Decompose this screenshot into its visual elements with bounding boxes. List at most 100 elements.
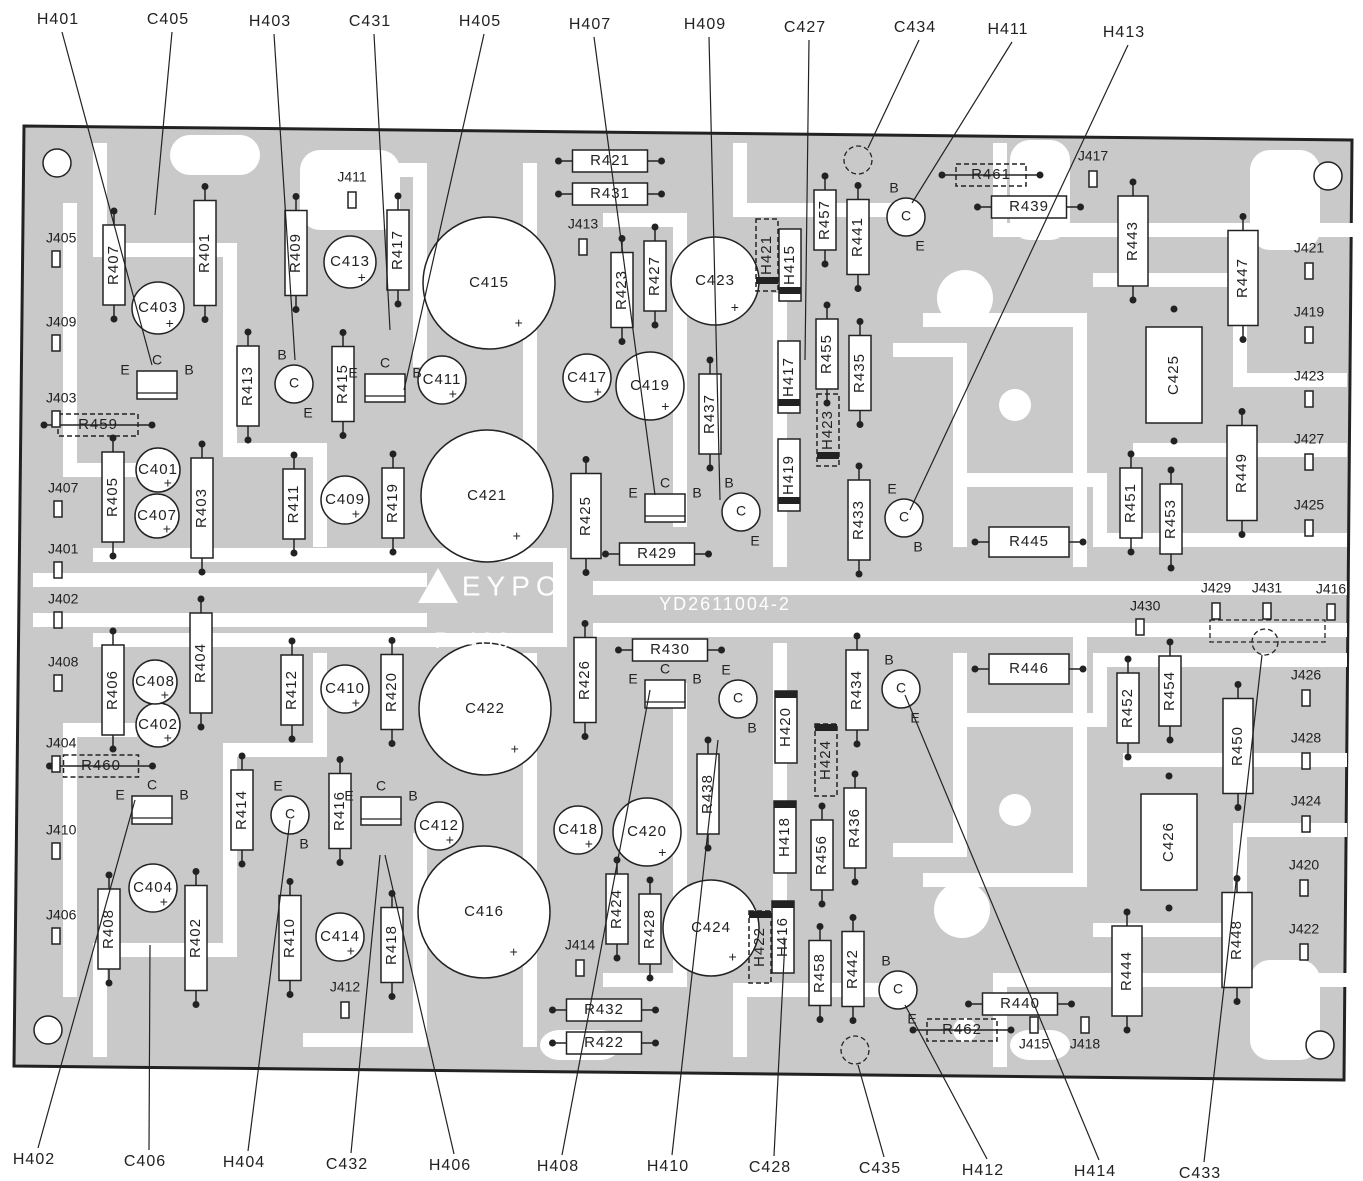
capacitor-c410: C410+ bbox=[320, 664, 370, 714]
board-number: YD2611004-2 bbox=[659, 594, 791, 614]
resistor-r458: R458 bbox=[808, 923, 832, 1023]
pin-b-label: B bbox=[179, 787, 188, 803]
resistor-label: R410 bbox=[281, 918, 298, 958]
jumper-j425: J425 bbox=[1294, 497, 1324, 537]
pin-label: E bbox=[887, 481, 896, 497]
jumper-j401: J401 bbox=[48, 541, 79, 579]
resistor-body bbox=[386, 209, 410, 291]
diode-label: H420 bbox=[777, 707, 794, 747]
jumper-j429: J429 bbox=[1201, 580, 1231, 620]
capacitor-c426: C426 bbox=[1140, 772, 1198, 912]
capacitor-body bbox=[131, 281, 185, 335]
transistor: CBE bbox=[721, 475, 761, 549]
resistor-label: R425 bbox=[577, 496, 594, 536]
capacitor-c420: C420+ bbox=[612, 797, 682, 867]
resistor-r452: R452 bbox=[1116, 655, 1140, 761]
capacitor-c404: C404+ bbox=[128, 863, 178, 913]
resistor-label: R416 bbox=[331, 791, 348, 831]
capacitor-label: C404 bbox=[133, 879, 173, 896]
jumper-label: J424 bbox=[1291, 793, 1322, 809]
callout-h411: H411 bbox=[987, 21, 1028, 38]
capacitor-label: C421 bbox=[467, 487, 507, 504]
jumper-j430: J430 bbox=[1130, 598, 1161, 636]
resistor-body bbox=[610, 251, 634, 329]
pin-c-label: C bbox=[736, 503, 746, 519]
diode-label: H422 bbox=[751, 927, 768, 967]
brand-name: EYPC bbox=[462, 570, 562, 601]
callout-leader bbox=[904, 694, 1100, 1161]
resistor-body bbox=[380, 653, 404, 731]
capacitor-body bbox=[612, 797, 682, 867]
capacitor-body bbox=[132, 659, 178, 705]
resistor-r434: R434 bbox=[845, 632, 869, 748]
resistor-label: R428 bbox=[641, 909, 658, 949]
plus-mark: + bbox=[585, 836, 593, 852]
resistor-label: R422 bbox=[584, 1034, 624, 1051]
resistor-label: R405 bbox=[104, 477, 121, 517]
resistor-label: R403 bbox=[193, 488, 210, 528]
resistor-body bbox=[284, 209, 308, 297]
resistor-body bbox=[847, 479, 871, 561]
callout-leader bbox=[37, 799, 136, 1149]
capacitor-label: C414 bbox=[320, 928, 360, 945]
capacitor-label: C407 bbox=[137, 507, 177, 524]
jumper-j424: J424 bbox=[1291, 793, 1322, 833]
pin-label: B bbox=[299, 836, 308, 852]
resistor-body bbox=[1117, 195, 1149, 287]
resistor-body bbox=[848, 334, 872, 412]
jumper-j406: J406 bbox=[46, 907, 77, 945]
transistor-flat: ECB bbox=[344, 778, 418, 826]
capacitor-body bbox=[417, 845, 551, 979]
resistor-body bbox=[1226, 424, 1258, 522]
pin-c-label: C bbox=[896, 680, 906, 696]
resistor-r439: R439 bbox=[974, 195, 1084, 219]
resistor-body bbox=[381, 467, 405, 539]
resistor-body bbox=[190, 457, 214, 559]
jumper-j412: J412 bbox=[330, 979, 360, 1019]
jumper-label: J416 bbox=[1316, 581, 1347, 597]
jumper-j423: J423 bbox=[1294, 368, 1324, 408]
pin-c-label: C bbox=[147, 777, 157, 793]
capacitor-label: C402 bbox=[138, 716, 178, 733]
resistor-r401: R401 bbox=[193, 183, 217, 323]
resistor-label: R430 bbox=[650, 641, 690, 658]
capacitor-body bbox=[128, 863, 178, 913]
jumper-label: J430 bbox=[1130, 598, 1161, 614]
capacitor-c401: C401+ bbox=[135, 447, 181, 493]
callout-leader bbox=[273, 33, 296, 361]
resistor-r435: R435 bbox=[848, 318, 872, 428]
capacitor-label: C410 bbox=[325, 680, 365, 697]
resistor-r405: R405 bbox=[101, 434, 125, 560]
resistor-label: R402 bbox=[187, 918, 204, 958]
resistor-r436: R436 bbox=[843, 770, 867, 886]
pin-c-label: C bbox=[899, 509, 909, 525]
resistor-r422: R422 bbox=[549, 1031, 659, 1055]
jumper-j414: J414 bbox=[565, 937, 595, 977]
pin-label: B bbox=[884, 652, 893, 668]
plus-mark: + bbox=[594, 384, 602, 400]
jumper-label: J427 bbox=[1294, 431, 1325, 447]
resistor-label: R404 bbox=[192, 643, 209, 683]
callout-c433: C433 bbox=[1179, 1165, 1221, 1181]
jumper-j405: J405 bbox=[46, 230, 77, 268]
resistor-label: R450 bbox=[1229, 726, 1246, 766]
resistor-r456: R456 bbox=[810, 802, 834, 908]
resistor-body bbox=[1111, 925, 1143, 1017]
pin-e-label: E bbox=[348, 365, 357, 381]
capacitor-body bbox=[417, 355, 467, 405]
pin-b-label: B bbox=[692, 485, 701, 501]
jumper-j413: J413 bbox=[568, 216, 598, 256]
diode-body bbox=[777, 340, 801, 414]
jumper-j428: J428 bbox=[1291, 730, 1321, 770]
capacitor-label: C426 bbox=[1160, 822, 1177, 862]
mounting-holes bbox=[33, 148, 1343, 1060]
resistor-r406: R406 bbox=[101, 627, 125, 753]
jumper-j407: J407 bbox=[48, 480, 79, 518]
resistor-r451: R451 bbox=[1119, 450, 1143, 556]
transistor: CBE bbox=[878, 953, 918, 1027]
pin-c-label: C bbox=[380, 355, 390, 371]
pin-e-label: E bbox=[120, 362, 129, 378]
callout-leader bbox=[904, 1004, 988, 1160]
jumper-label: J431 bbox=[1252, 580, 1283, 596]
pin-label: E bbox=[750, 533, 759, 549]
